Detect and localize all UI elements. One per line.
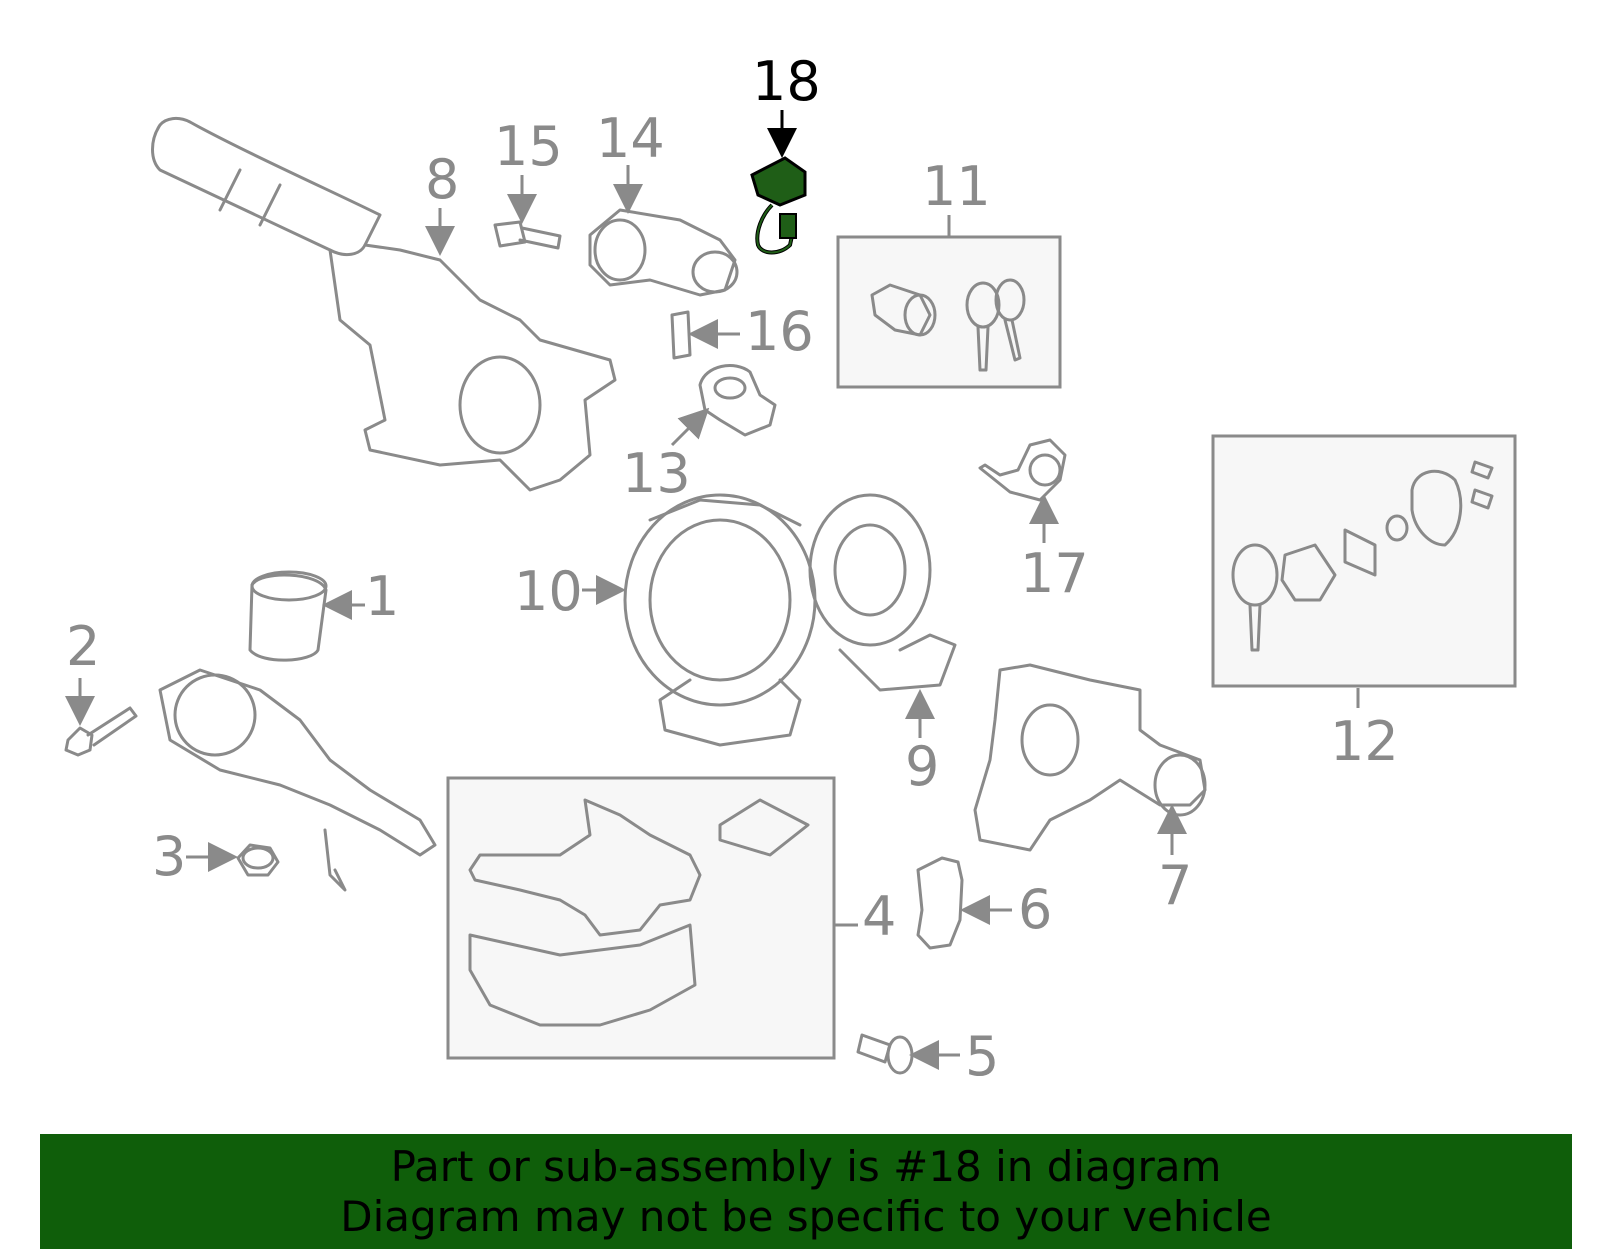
- callout-11: 11: [922, 155, 991, 218]
- part-10-clock-spring: [623, 493, 817, 747]
- part-1-steering-lock: [248, 570, 328, 662]
- callout-15: 15: [494, 115, 563, 178]
- banner-line-1: Part or sub-assembly is #18 in diagram: [390, 1142, 1222, 1191]
- callout-1: 1: [365, 565, 399, 628]
- callout-9: 9: [905, 735, 939, 798]
- part-18-highlighted-connector: [750, 156, 807, 255]
- part-15-bolt: [493, 220, 562, 250]
- leader-13: [670, 407, 710, 447]
- callout-3: 3: [152, 825, 186, 888]
- part-17-bracket: [978, 438, 1067, 502]
- part-9-steering-sensor: [808, 493, 957, 692]
- callout-17: 17: [1020, 542, 1089, 605]
- box-4: [446, 776, 836, 1060]
- callout-10: 10: [514, 560, 583, 623]
- part-5-screw: [856, 1033, 914, 1075]
- banner-line-2: Diagram may not be specific to your vehi…: [340, 1192, 1272, 1241]
- callout-14: 14: [596, 107, 665, 170]
- part-4-column-cover: [468, 798, 810, 1027]
- steering-column: [158, 668, 437, 892]
- info-banner: Part or sub-assembly is #18 in diagram D…: [40, 1134, 1572, 1249]
- part-14-lock-housing: [588, 208, 739, 297]
- callout-4: 4: [862, 885, 896, 948]
- callout-16: 16: [745, 300, 814, 363]
- part-11-lock-cylinder-keys: [870, 278, 1026, 372]
- part-12-transmitter-parts: [1231, 460, 1494, 652]
- callout-7: 7: [1158, 854, 1192, 917]
- box-11: [836, 235, 1062, 389]
- callout-6: 6: [1018, 878, 1052, 941]
- callout-5: 5: [965, 1025, 999, 1088]
- part-13-ignition-switch: [698, 364, 777, 437]
- callout-2: 2: [66, 615, 100, 678]
- part-8-turn-signal-switch: [151, 116, 617, 492]
- callout-8: 8: [425, 148, 459, 211]
- callout-18: 18: [752, 50, 821, 113]
- callout-13: 13: [622, 442, 691, 505]
- part-6-bracket: [916, 856, 964, 950]
- box-12: [1211, 434, 1517, 688]
- part-3-nut: [236, 843, 280, 877]
- part-16-clip: [670, 310, 692, 360]
- callout-12: 12: [1330, 710, 1399, 773]
- part-2-bolt: [64, 706, 138, 757]
